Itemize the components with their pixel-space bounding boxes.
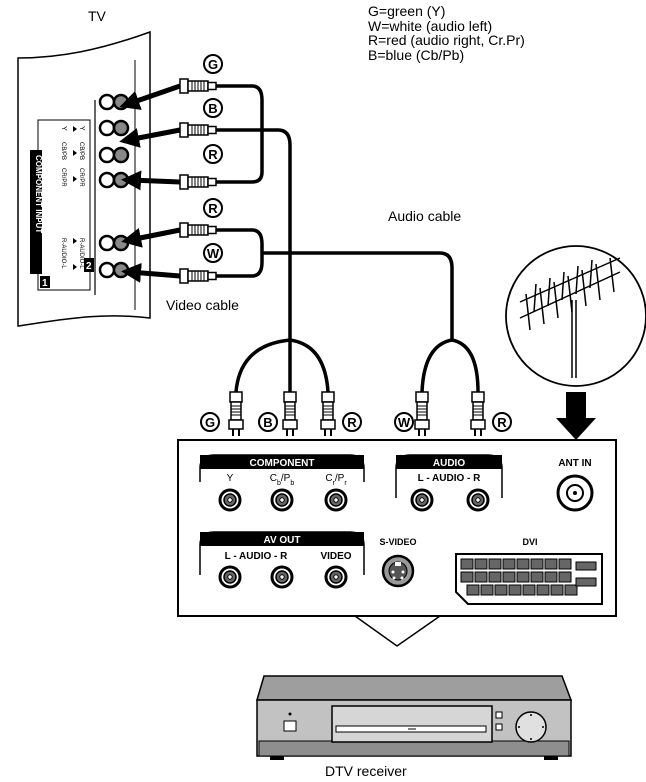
tv-component-input-text: COMPONENT INPUT: [34, 155, 43, 233]
rx-plug-b-letter: B: [263, 415, 272, 430]
tv-plug-b-letter: B: [208, 101, 217, 116]
legend-red: R=red (audio right, Cr.Pr): [368, 32, 525, 48]
tv-row-cr-2: CR/PR: [78, 168, 84, 187]
tv-label: TV: [88, 8, 106, 24]
rx-plug-r2-letter: R: [497, 415, 507, 430]
component-pr-jack: [324, 488, 348, 512]
tv-row-audio-2: R-AUDIO-L: [78, 238, 84, 269]
tv-row-y: Y: [60, 126, 67, 131]
tv-row-cb: CB/PB: [60, 142, 66, 160]
disc-tray: [331, 705, 493, 743]
av-out-right-jack: [270, 565, 294, 589]
power-button: [283, 720, 297, 732]
ant-in-section: ANT IN: [556, 458, 594, 512]
tv-row-cr: CR/PR: [60, 168, 66, 187]
antenna-arrow: [556, 392, 596, 440]
dtv-receiver: [256, 675, 573, 760]
dtv-receiver-label: DTV receiver: [325, 763, 407, 779]
tv-input-arrows: [119, 83, 181, 283]
component-pb-jack: [270, 488, 294, 512]
video-cable-label: Video cable: [166, 297, 239, 313]
tv-row-cb-2: CB/PB: [78, 142, 84, 160]
component-output-section: COMPONENT Y Cb/Pb Cr/Pr: [199, 454, 365, 512]
component-crpr-label: Cr/Pr: [325, 473, 347, 487]
s-video-label: S-VIDEO: [379, 537, 416, 547]
rx-plug-g-letter: G: [205, 415, 215, 430]
av-out-video-jack: [324, 565, 348, 589]
component-y-label: Y: [227, 473, 234, 484]
av-out-heading: AV OUT: [263, 535, 300, 546]
tv-plug-g-letter: G: [208, 57, 218, 72]
component-cbpb-label: Cb/Pb: [270, 473, 295, 487]
av-out-section: AV OUT L - AUDIO - R VIDEO: [199, 531, 365, 589]
audio-cable: [216, 228, 480, 393]
av-out-left-jack: [218, 565, 242, 589]
control-dial-icon: [515, 711, 547, 743]
panel-callout: [354, 615, 441, 647]
ant-in-label: ANT IN: [558, 458, 591, 469]
legend-white: W=white (audio left): [368, 17, 493, 34]
component-heading: COMPONENT: [250, 458, 315, 469]
dvi-label: DVI: [522, 537, 537, 547]
legend-green: G=green (Y): [368, 3, 446, 19]
tv-port-2: 2: [86, 261, 92, 272]
rx-plug-r-letter: R: [347, 415, 357, 430]
antenna-icon: [519, 257, 621, 378]
rx-plug-w-letter: W: [398, 415, 411, 430]
video-cable: [216, 84, 330, 393]
audio-lr-label: L - AUDIO - R: [418, 473, 482, 484]
av-out-audio-label: L - AUDIO - R: [225, 551, 289, 562]
audio-right-jack: [466, 488, 490, 512]
tv-plug-r-letter: R: [208, 147, 218, 162]
tv-row-audio: R-AUDIO-L: [60, 238, 66, 269]
tv-plug-w-letter: W: [207, 246, 220, 261]
audio-heading: AUDIO: [433, 458, 465, 469]
audio-cable-label: Audio cable: [388, 208, 462, 224]
legend-blue: B=blue (Cb/Pb): [368, 46, 465, 63]
av-out-video-label: VIDEO: [320, 551, 351, 562]
dvi-section: DVI: [455, 537, 603, 605]
tv-plug-r2-letter: R: [208, 201, 218, 216]
audio-left-jack: [410, 488, 434, 512]
s-video-section: S-VIDEO: [379, 537, 417, 588]
tv-row-y-2: Y: [78, 126, 85, 131]
component-y-jack: [218, 488, 242, 512]
color-legend: G=green (Y) W=white (audio left) R=red (…: [368, 4, 525, 62]
tv-port-1: 1: [42, 278, 48, 289]
antenna-inset: [505, 245, 646, 387]
audio-output-section: AUDIO L - AUDIO - R: [395, 454, 503, 512]
